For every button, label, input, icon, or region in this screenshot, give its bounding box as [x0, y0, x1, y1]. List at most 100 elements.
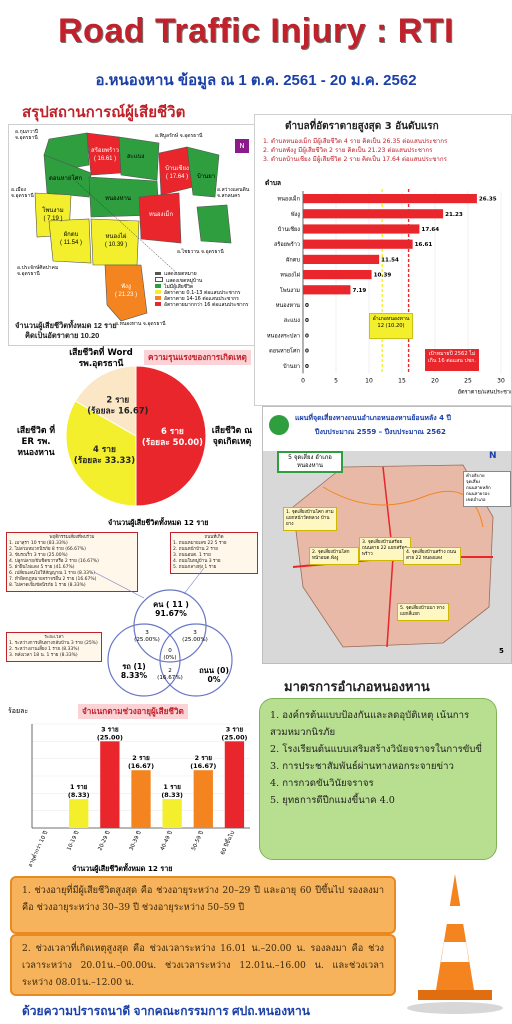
- pie-label-er: เสียชีวิต ที่ ER รพ. หนองหาน: [16, 426, 56, 458]
- risk-point-3: 3. จุดเสี่ยงบ้านสร้อย ถนนสาย 22 แยกสร้อย…: [359, 537, 411, 561]
- risk-map-legend: คำอธิบาย จุดเสี่ยง ถนนสายหลัก ถนนสายรอง …: [463, 471, 511, 507]
- measure-2: 2. โรงเรียนต้นแบบเสริมสร้างวินัยจราจรในก…: [270, 744, 482, 755]
- district-label-kumphawapi: อ.กุมภวาปี จ.อุดรธานี: [15, 129, 39, 141]
- place-label-nong-phai: หนองไผ่( 10.39 ): [104, 234, 128, 248]
- map-panel: N สร้อยพร้าว( 16.61 ) สะแบง ดอนหายโศก บ้…: [8, 124, 255, 346]
- hbar-bar: [303, 224, 420, 234]
- pie-label-word: เสียชีวิตที่ Word รพ.อุดรธานี: [69, 348, 133, 369]
- behaviour-box: พฤติกรรมเสี่ยงที่พบร่วม 1. เมาสุรา 10 รา…: [6, 532, 138, 592]
- hbar-value-label: 17.64: [421, 227, 439, 233]
- top3-title: ตำบลที่อัตราตายสูงสุด 3 อันดับแรก: [285, 121, 439, 132]
- area-phang-ngu: [104, 264, 148, 322]
- footer-credit: ด้วยความปรารถนาดี จากคณะกรรมการ ศปถ.หนอง…: [22, 1004, 310, 1018]
- top3-panel: ตำบลที่อัตราตายสูงสุด 3 อันดับแรก 1. ตำบ…: [254, 114, 512, 406]
- district-label-muang: อ.เมือง จ.อุดรธานี: [11, 187, 34, 199]
- page-subtitle: อ.หนองหาน ข้อมูล ณ 1 ต.ค. 2561 - 20 ม.ค.…: [95, 72, 417, 89]
- measure-4: 4. การกวดขันวินัยจราจร: [270, 778, 374, 789]
- place-label-phang-ngu: พังงู( 21.23 ): [114, 284, 138, 298]
- hbar-xtick: 25: [464, 377, 472, 384]
- age-category-label: 50-59 ปี: [190, 829, 205, 851]
- age-bar-count: 2 ราย: [195, 754, 213, 762]
- age-bar-count: 3 ราย: [101, 725, 119, 733]
- top3-note-1: 1. ตำบลหนองเม็ก มีผู้เสียชีวิต 4 ราย คิด…: [263, 138, 448, 145]
- legend-item-mid: อัตราตาย 14-16 ต่อแสนประชากร: [155, 296, 251, 302]
- venn-person-road: 3(25.00%): [182, 630, 208, 643]
- hbar-value-label: 16.61: [415, 242, 433, 248]
- risk-map-title: แผนที่จุดเสี่ยงทางถนนอำเภอหนองหานย้อนหลั…: [295, 414, 451, 422]
- hbar-bar: [303, 239, 413, 249]
- place-label-sabaeng: สะแบง: [127, 154, 145, 160]
- risk-factor-panel: พฤติกรรมเสี่ยงที่พบร่วม 1. เมาสุรา 10 รา…: [4, 532, 258, 700]
- district-label-chaiwan: อ.ไชยวาน จ.อุดรธานี: [177, 249, 224, 255]
- district-map: [34, 132, 232, 322]
- place-label-nong-mek: หนองเม็ก: [148, 212, 174, 218]
- measure-1: 1. องค์กรต้นแบบป้องกันและลดอุบัติเหตุ เน…: [270, 710, 470, 738]
- age-bar-count: 2 ราย: [132, 754, 150, 762]
- area-nong-mek: [138, 192, 182, 244]
- measure-5: 5. ยุทธการดีปีกแมงขี้นาค 4.0: [270, 795, 395, 806]
- venn-person-vehicle: 3(25.00%): [134, 630, 160, 643]
- measure-3: 3. การประชาสัมพันธ์ผ่านทางหอกระจายข่าว: [270, 761, 454, 772]
- age-group-chart: อายุต่ำกว่า 10 ปี1 ราย(8.33)10-19 ปี3 รา…: [26, 723, 250, 868]
- risk-map: [263, 407, 511, 648]
- timing-box: ระยะเวลา 1. ระหว่างการเดินทางกลับบ้าน 3 …: [6, 632, 102, 662]
- severity-panel: ความรุนแรงของการเกิดเหตุ เสียชีวิตที่ Wo…: [8, 344, 256, 530]
- age-category-label: 10-19 ปี: [65, 829, 80, 851]
- hbar-value-label: 0: [305, 349, 309, 355]
- venn-vehicle: รถ (1)8.33%: [120, 662, 148, 680]
- place-label-phak-top: ผักตบ( 11.54 ): [60, 232, 82, 246]
- hbar-value-label: 0: [305, 364, 309, 370]
- age-bar-pct: (16.67): [128, 762, 154, 770]
- pie-slice: [65, 400, 137, 507]
- hbar-xtick: 5: [334, 377, 338, 384]
- hbar-category-label: บ้านเชียง: [278, 226, 301, 233]
- risk-map-page: 5: [499, 647, 504, 655]
- risk-point-4: 4. จุดเสี่ยงบ้านสร้าง ถนนสาย 22 หนองแดง: [403, 547, 461, 565]
- top3-note-3: 3. ตำบลบ้านเชียง มีผู้เสียชีวิต 2 ราย คิ…: [263, 156, 447, 163]
- hbar-category-label: โพนงาม: [280, 286, 300, 294]
- age-bar: [69, 799, 89, 828]
- risk-point-2: 2. จุดเสี่ยงบ้านโสก หน้าอบต.พังงู: [309, 547, 359, 565]
- age-bar-count: 1 ราย: [163, 783, 181, 791]
- hbar-category-label: พังงู: [291, 211, 300, 218]
- age-bar-pct: (25.00): [221, 733, 247, 741]
- age-bar: [193, 770, 213, 828]
- hbar-category-label: บ้านยา: [283, 363, 300, 370]
- hbar-value-label: 7.19: [352, 288, 366, 294]
- area-phak-top: [48, 218, 92, 264]
- hbar-ylabel: ตำบล: [265, 179, 281, 187]
- pie-slice-pct: (ร้อยละ 50.00): [142, 437, 203, 447]
- hbar-value-label: 0: [305, 318, 309, 324]
- hbar-xtick: 30: [497, 377, 505, 384]
- hbar-category-label: ผักตบ: [286, 256, 300, 263]
- age-title: จำแนกตามช่วงอายุผู้เสียชีวิต: [78, 704, 188, 719]
- age-bar-count: 3 ราย: [226, 725, 244, 733]
- area-south: [196, 204, 232, 244]
- hbar-xlabel: อัตราตาย/แสนประชากร: [458, 388, 511, 395]
- hbar-value-label: 0: [305, 303, 309, 309]
- venn-road: ถนน (0)0%: [199, 666, 229, 684]
- hbar-bar: [303, 270, 372, 280]
- hbar-xtick: 10: [365, 377, 373, 384]
- age-category-label: 60 ปีขึ้นไป: [218, 829, 236, 856]
- summary-box-time: 2. ช่วงเวลาที่เกิดเหตุสูงสุด คือ ช่วงเวล…: [10, 934, 396, 996]
- map-total-deaths: จำนวนผู้เสียชีวิตทั้งหมด 12 ราย คิดเป็นอ…: [15, 321, 117, 340]
- age-bar: [224, 741, 245, 828]
- age-category-label: 20-29 ปี: [97, 829, 112, 851]
- risk-point-1: 1. จุดเสี่ยงบ้านโคก สามแยกหน้าวัดหลวง บ้…: [283, 507, 337, 531]
- legend-item-low: อัตราตาย 0.1-13 ต่อแสนประชากร: [155, 290, 251, 296]
- hbar-bar: [303, 254, 380, 264]
- hbar-category-label: ดอนหายโศก: [269, 347, 300, 355]
- age-bar-pct: (8.33): [68, 791, 90, 799]
- page-title: Road Traffic Injury : RTI: [58, 12, 454, 50]
- hbar-xtick: 20: [431, 377, 439, 384]
- pie-slice: [135, 365, 207, 507]
- section-title: สรุปสถานการณ์ผู้เสียชีวิต: [22, 103, 186, 121]
- hbar-bar: [303, 285, 351, 295]
- legend-item-district: แสดงเขตหมาย: [155, 271, 251, 277]
- age-bar-count: 1 ราย: [70, 783, 88, 791]
- venn-person: คน ( 11 )91.67%: [153, 600, 189, 618]
- legend-item-high: อัตราตายมากกว่า 16 ต่อแสนประชากร: [155, 302, 251, 308]
